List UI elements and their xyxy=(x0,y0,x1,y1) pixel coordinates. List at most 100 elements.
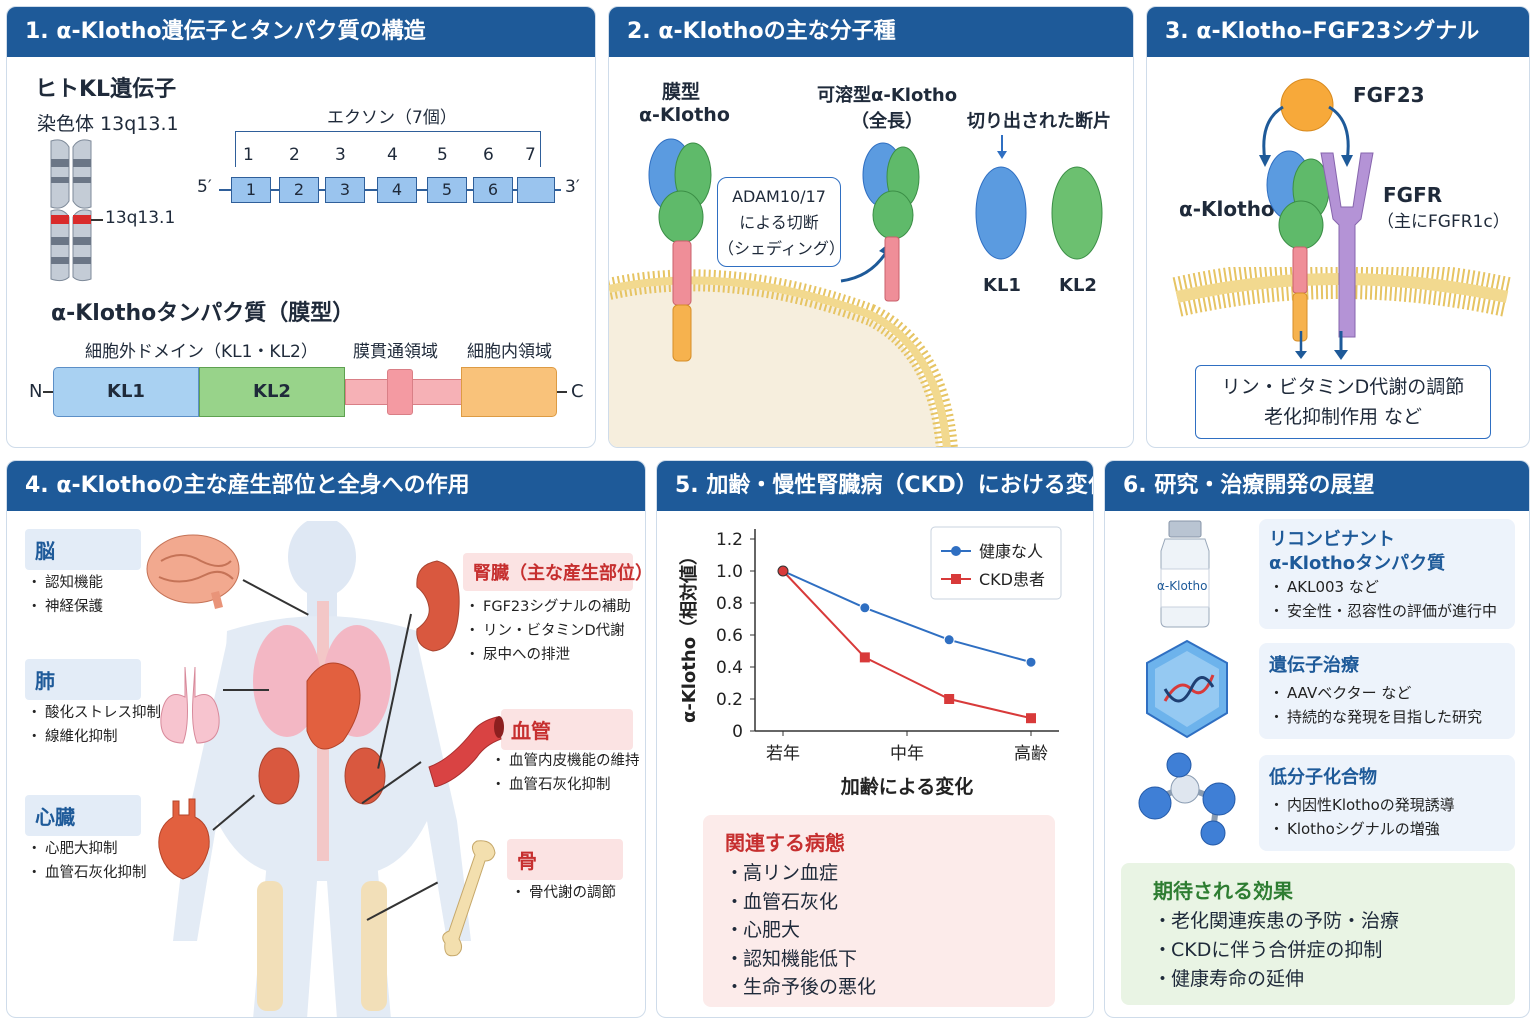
data-point xyxy=(1026,713,1036,724)
exon-box: 4 xyxy=(377,177,417,203)
chromosome-icon xyxy=(50,139,92,282)
data-point xyxy=(944,694,955,704)
panel-production-sites: 4. α-Klothoの主な産生部位と全身への作用 脳 認知機能 神経保護 肺 … xyxy=(6,460,646,1018)
vessel-label: 血管 xyxy=(501,709,633,750)
y-tick-label: 0.4 xyxy=(716,658,743,678)
recombinant-card: リコンビナント α-Klothoタンパク質 AKL003 など 安全性・忍容性の… xyxy=(1259,519,1515,629)
kidney-effect: FGF23シグナルの補助 xyxy=(465,595,631,619)
y-axis-label: α-Klotho（相対値） xyxy=(678,547,700,723)
data-point xyxy=(1025,656,1037,668)
signal-result-box: リン・ビタミンD代謝の調節 老化抑制作用 など xyxy=(1195,365,1491,439)
card-items: AKL003 など 安全性・忍容性の評価が進行中 xyxy=(1269,575,1497,623)
related-condition: 認知機能低下 xyxy=(725,945,876,974)
card-item: 内因性Klothoの発現誘導 xyxy=(1269,793,1455,817)
related-conditions-box: 関連する病態 高リン血症 血管石灰化 心肥大 認知機能低下 生命予後の悪化 xyxy=(703,815,1055,1007)
band-pointer xyxy=(91,219,103,221)
kl2-fragment xyxy=(1051,166,1103,260)
exon-number: 7 xyxy=(525,145,536,165)
related-condition: 高リン血症 xyxy=(725,859,876,888)
vial-label: α-Klotho xyxy=(1157,579,1208,593)
exon-box: 5 xyxy=(427,177,467,203)
panel-research-outlook: 6. 研究・治療開発の展望 α-Klotho リコンビナント α-Klothoタ… xyxy=(1104,460,1530,1018)
lung-label: 肺 xyxy=(25,659,141,700)
card-title: α-Klothoタンパク質 xyxy=(1269,553,1446,574)
panel-title: 2. α-Klothoの主な分子種 xyxy=(609,7,1133,57)
panel-molecular-species: 2. α-Klothoの主な分子種 膜型 α-Klotho ADAM10/17 … xyxy=(608,6,1134,448)
exon-bracket xyxy=(235,131,541,167)
membrane-klotho-protein xyxy=(648,138,712,362)
data-point xyxy=(777,565,789,577)
x-axis-label: 加齢による変化 xyxy=(840,775,973,798)
five-prime: 5′ xyxy=(197,177,212,197)
legend-label: 健康な人 xyxy=(979,542,1043,561)
panel-title: 3. α-Klotho–FGF23シグナル xyxy=(1147,7,1529,57)
bone-label: 骨 xyxy=(507,839,623,880)
lung-effect: 酸化ストレス抑制 xyxy=(27,701,161,725)
y-tick-label: 1.2 xyxy=(716,530,743,550)
lung-effect: 線維化抑制 xyxy=(27,725,161,749)
transmembrane-domain xyxy=(387,369,413,415)
legend-label: CKD患者 xyxy=(979,570,1045,589)
panel-title: 4. α-Klothoの主な産生部位と全身への作用 xyxy=(7,461,645,511)
expected-effect: 老化関連疾患の予防・治療 xyxy=(1153,907,1399,936)
kidney-icon xyxy=(416,560,460,652)
data-point xyxy=(943,634,955,646)
protein-heading: α-Klothoタンパク質（膜型） xyxy=(51,301,355,326)
card-items: 内因性Klothoの発現誘導 Klothoシグナルの増強 xyxy=(1269,793,1455,841)
kl2-fragment-label: KL2 xyxy=(1059,275,1097,296)
gene-therapy-icon xyxy=(1146,639,1228,739)
legend-marker xyxy=(951,546,961,556)
bone-icon xyxy=(442,840,496,957)
chromosome-label: 染色体 13q13.1 xyxy=(37,113,179,135)
y-tick-label: 0 xyxy=(732,722,743,742)
fgfr-label: FGFR xyxy=(1383,183,1443,207)
data-point xyxy=(859,602,871,614)
exon-number: 3 xyxy=(335,145,346,165)
soluble-klotho-label: 可溶型α-Klotho （全長） xyxy=(817,85,958,132)
klotho-receptor xyxy=(1266,150,1330,342)
exon-box: 1 xyxy=(231,177,271,203)
membrane-klotho-label: 膜型 α-Klotho xyxy=(639,81,730,126)
expected-effect: 健康寿命の延伸 xyxy=(1153,965,1399,994)
small-molecule-card: 低分子化合物 内因性Klothoの発現誘導 Klothoシグナルの増強 xyxy=(1259,755,1515,851)
n-terminus: N xyxy=(29,381,43,402)
kl2-domain: KL2 xyxy=(199,367,345,417)
brain-label: 脳 xyxy=(25,529,141,570)
related-condition: 心肥大 xyxy=(725,916,876,945)
exon-number: 5 xyxy=(437,145,448,165)
adam-note-box: ADAM10/17 による切断 （シェディング） xyxy=(717,177,845,267)
exon-box xyxy=(517,177,555,203)
heart-effects: 心肥大抑制 血管石灰化抑制 xyxy=(27,837,147,885)
x-tick-label: 高齢 xyxy=(1014,744,1048,764)
brain-icon xyxy=(146,534,240,609)
x-tick-label: 若年 xyxy=(766,744,800,764)
card-item: AAVベクター など xyxy=(1269,681,1482,705)
expected-effects-title: 期待される効果 xyxy=(1153,879,1293,903)
legend-marker xyxy=(951,574,961,584)
arrow-icon xyxy=(997,135,1007,159)
extracellular-label: 細胞外ドメイン（KL1・KL2） xyxy=(85,342,318,362)
brain-effects: 認知機能 神経保護 xyxy=(27,571,103,619)
heart-effect: 心肥大抑制 xyxy=(27,837,147,861)
exon-header: エクソン（7個） xyxy=(327,108,457,128)
exon-number: 4 xyxy=(387,145,398,165)
kl1-fragment-label: KL1 xyxy=(983,275,1021,296)
panel-title: 6. 研究・治療開発の展望 xyxy=(1105,461,1529,511)
arrow-icon xyxy=(1328,105,1353,167)
exon-box: 6 xyxy=(473,177,513,203)
klotho-label: α-Klotho xyxy=(1179,197,1275,221)
card-items: AAVベクター など 持続的な発現を目指した研究 xyxy=(1269,681,1482,729)
expected-effects-list: 老化関連疾患の予防・治療 CKDに伴う合併症の抑制 健康寿命の延伸 xyxy=(1153,907,1399,994)
arrow-icon xyxy=(1295,331,1307,359)
card-title: 遺伝子治療 xyxy=(1269,655,1359,676)
card-title: リコンビナント xyxy=(1269,529,1395,550)
panel-fgf23-signal: 3. α-Klotho–FGF23シグナル FGF23 α-Klotho FGF… xyxy=(1146,6,1530,448)
gene-heading: ヒトKL遺伝子 xyxy=(35,77,177,102)
vessel-effects: 血管内皮機能の維持 血管石灰化抑制 xyxy=(491,749,639,797)
three-prime: 3′ xyxy=(565,177,580,197)
exon-box: 3 xyxy=(325,177,365,203)
related-conditions-title: 関連する病態 xyxy=(725,831,845,855)
brain-effect: 神経保護 xyxy=(27,595,103,619)
series-line xyxy=(782,570,1032,664)
klotho-aging-chart: 1.21.00.80.60.40.20若年中年高齢加齢による変化α-Klotho… xyxy=(678,526,1062,798)
